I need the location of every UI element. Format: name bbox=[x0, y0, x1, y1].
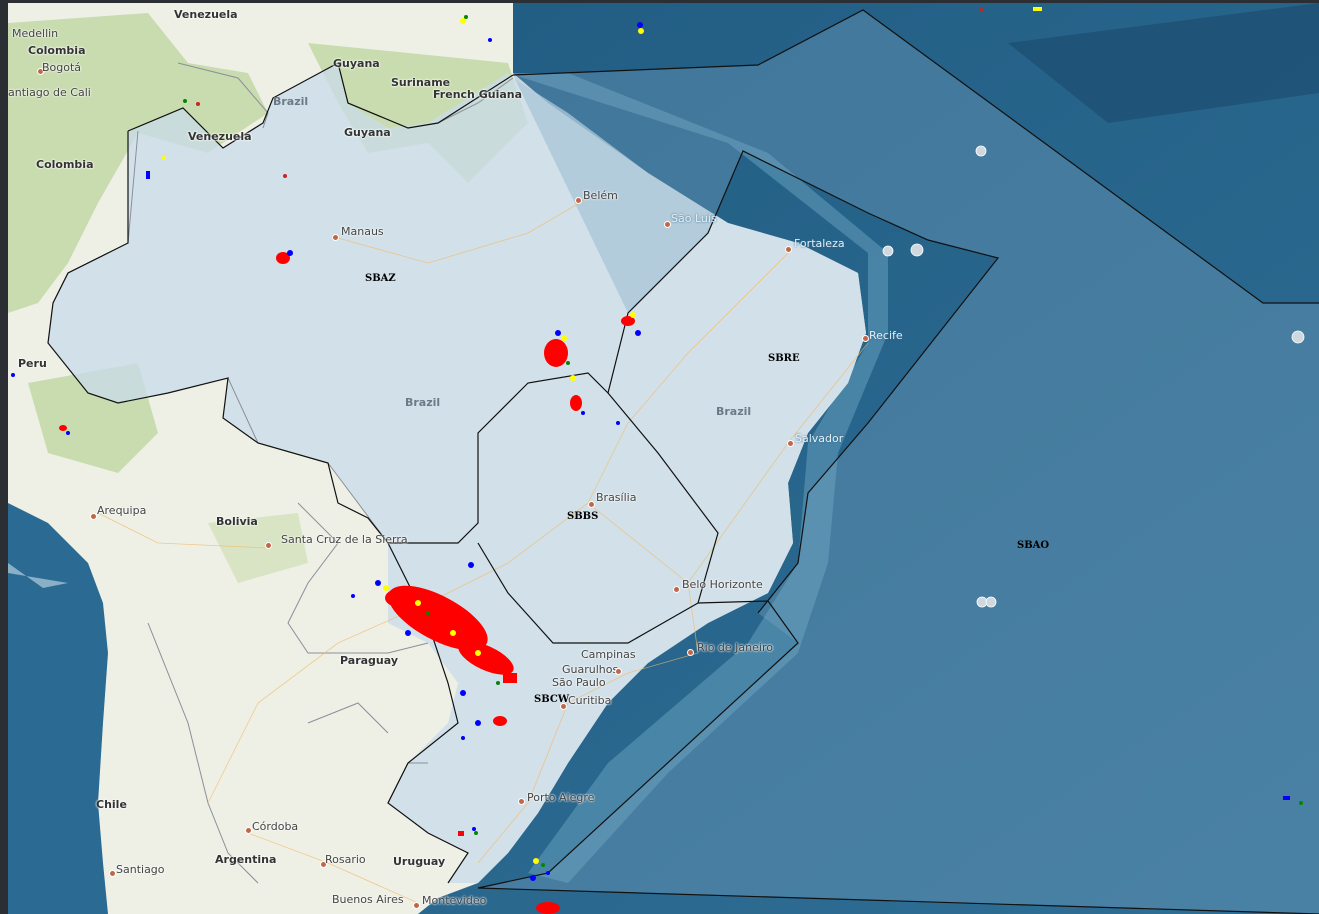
city-dot-bogota bbox=[37, 68, 44, 75]
country-label-peru: Peru bbox=[18, 357, 47, 370]
forest-bolivia bbox=[208, 513, 308, 583]
city-dot-belo-horizonte bbox=[673, 586, 680, 593]
city-dot-belem bbox=[575, 197, 582, 204]
city-label-brasilia: Brasília bbox=[596, 491, 637, 504]
country-label-argentina: Argentina bbox=[215, 853, 277, 866]
city-label-rio: Rio de Janeiro bbox=[697, 641, 773, 654]
continental-shelf bbox=[508, 73, 888, 883]
country-label-venezuela: Venezuela bbox=[174, 8, 238, 21]
city-dot-santiago bbox=[109, 870, 116, 877]
city-label-medellin: Medellin bbox=[12, 27, 59, 40]
country-label-brazil-east: Brazil bbox=[716, 405, 752, 418]
city-label-rosario: Rosario bbox=[325, 853, 366, 866]
fir-boundaries bbox=[47, 9, 1319, 914]
city-label-arequipa: Arequipa bbox=[97, 504, 147, 517]
country-label-suriname: Suriname bbox=[391, 76, 451, 89]
city-label-fortaleza: Fortaleza bbox=[794, 237, 845, 250]
city-dot-rio bbox=[687, 649, 694, 656]
city-label-salvador: Salvador bbox=[795, 432, 844, 445]
city-label-curitiba: Curitiba bbox=[568, 694, 612, 707]
city-dot-rosario bbox=[320, 861, 327, 868]
city-label-recife: Recife bbox=[869, 329, 903, 342]
country-label-venezuela-2: Venezuela bbox=[188, 130, 252, 143]
fir-label-sbbs: SBBS bbox=[567, 511, 599, 522]
deep-ocean bbox=[1008, 3, 1319, 123]
city-dot-sao-luis bbox=[664, 221, 671, 228]
city-label-bogota: Bogotá bbox=[42, 61, 82, 74]
city-label-manaus: Manaus bbox=[341, 225, 384, 238]
city-label-sao-paulo: São Paulo bbox=[552, 676, 606, 689]
city-dot-montevideo bbox=[413, 902, 420, 909]
country-label-paraguay: Paraguay bbox=[340, 654, 398, 667]
city-dot-arequipa bbox=[90, 513, 97, 520]
city-dot-santa-cruz bbox=[265, 542, 272, 549]
city-dot-cordoba bbox=[245, 827, 252, 834]
city-label-sao-luis: São Luís bbox=[671, 212, 717, 225]
city-dot-sao-paulo bbox=[615, 668, 622, 675]
city-label-belo-horizonte: Belo Horizonte bbox=[682, 578, 763, 591]
country-label-colombia: Colombia bbox=[28, 44, 86, 57]
city-label-cali: antiago de Cali bbox=[8, 86, 91, 99]
sbao-fir-area bbox=[478, 10, 1319, 914]
country-label-brazil-north: Brazil bbox=[273, 95, 309, 108]
fir-label-sbre: SBRE bbox=[768, 353, 800, 364]
city-label-montevideo: Montevideo bbox=[422, 894, 487, 907]
city-dot-fortaleza bbox=[785, 246, 792, 253]
city-dot-salvador bbox=[787, 440, 794, 447]
fir-label-sbcw: SBCW bbox=[534, 694, 570, 705]
city-label-belem: Belém bbox=[583, 189, 618, 202]
markers bbox=[11, 7, 1303, 914]
country-label-brazil-central: Brazil bbox=[405, 396, 441, 409]
city-label-santa-cruz: Santa Cruz de la Sierra bbox=[281, 533, 408, 546]
country-label-french-guiana: French Guiana bbox=[433, 88, 523, 101]
city-label-porto-alegre: Porto Alegre bbox=[527, 791, 595, 804]
city-label-cordoba: Córdoba bbox=[252, 820, 299, 833]
country-label-guyana-2: Guyana bbox=[344, 126, 391, 139]
forest-colombia bbox=[8, 13, 268, 313]
map-layer bbox=[8, 3, 1319, 914]
country-label-uruguay: Uruguay bbox=[393, 855, 446, 868]
pacific-ocean bbox=[8, 503, 108, 914]
city-dot-manaus bbox=[332, 234, 339, 241]
city-label-campinas: Campinas bbox=[581, 648, 636, 661]
city-label-guarulhos: Guarulhos bbox=[562, 663, 619, 676]
city-dot-brasilia bbox=[588, 501, 595, 508]
city-dot-porto-alegre bbox=[518, 798, 525, 805]
map-canvas[interactable]: Venezuela Colombia Colombia Guyana Guyan… bbox=[8, 3, 1319, 914]
country-label-chile: Chile bbox=[96, 798, 127, 811]
islands bbox=[882, 145, 1305, 608]
country-label-bolivia: Bolivia bbox=[216, 515, 258, 528]
fir-label-sbaz: SBAZ bbox=[365, 273, 396, 284]
brazil-fir-area bbox=[48, 63, 866, 883]
city-dot-recife bbox=[862, 335, 869, 342]
pacific-ridge bbox=[8, 563, 68, 588]
city-dot-curitiba bbox=[560, 703, 567, 710]
country-label-guyana: Guyana bbox=[333, 57, 380, 70]
country-label-colombia-2: Colombia bbox=[36, 158, 94, 171]
fir-label-sbao: SBAO bbox=[1017, 540, 1050, 551]
city-label-santiago: Santiago bbox=[116, 863, 165, 876]
city-label-buenos-aires: Buenos Aires bbox=[332, 893, 404, 906]
